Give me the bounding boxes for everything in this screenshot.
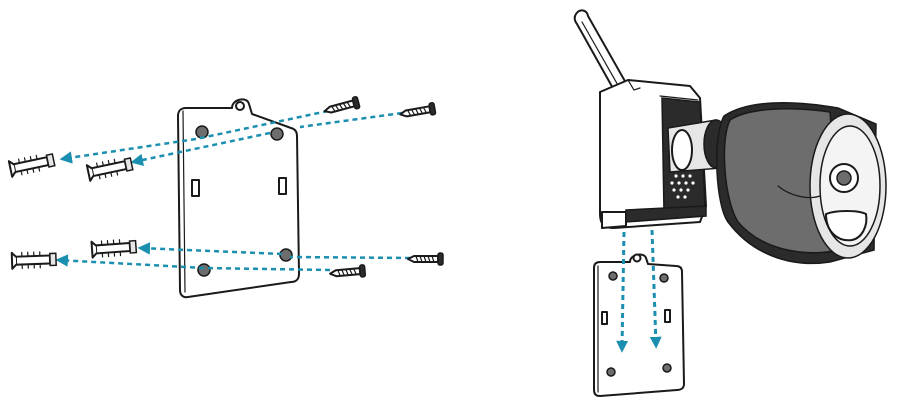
arrow-top-left-outer	[59, 109, 329, 164]
screw-icon	[323, 96, 361, 114]
arrow-bottom-left-inner	[137, 242, 283, 256]
screw-icon	[329, 264, 367, 278]
arrow-screw-top-right	[299, 111, 403, 129]
vent-dots	[670, 174, 695, 199]
screw-icon	[399, 102, 437, 118]
screw-icon	[407, 252, 444, 266]
wall-anchor-icon	[7, 153, 56, 178]
arrow-down-left	[616, 231, 629, 353]
arrow-down-right	[649, 229, 662, 349]
camera-icon	[599, 79, 887, 265]
wall-anchor-icon	[90, 239, 138, 259]
arrow-bottom-left-outer	[55, 254, 331, 272]
mounting-plate-icon	[593, 253, 685, 397]
mounting-plate-icon	[177, 98, 300, 299]
left-panel	[7, 96, 444, 299]
wall-anchor-icon	[85, 157, 134, 182]
arrow-screw-bottom-right	[289, 255, 411, 260]
guide-arrows-right	[616, 229, 662, 353]
wall-anchor-icon	[10, 251, 57, 270]
right-panel	[573, 9, 887, 397]
guide-arrows-left	[55, 109, 411, 272]
